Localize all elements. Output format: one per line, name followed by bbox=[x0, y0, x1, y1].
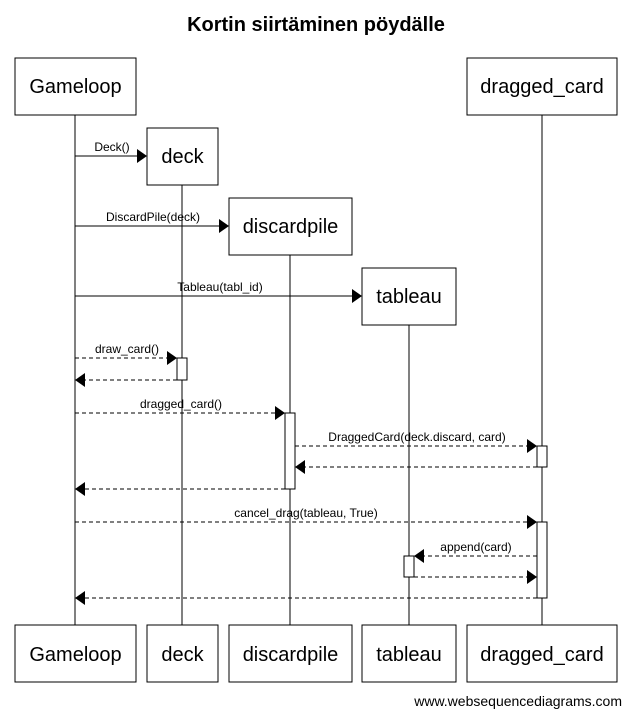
message-label: DiscardPile(deck) bbox=[106, 210, 200, 224]
message-cancel-drag: cancel_drag(tableau, True) bbox=[75, 506, 537, 529]
dragged-card-activation-1 bbox=[536, 445, 548, 468]
message-label: DraggedCard(deck.discard, card) bbox=[328, 430, 505, 444]
message-label: draw_card() bbox=[95, 342, 159, 356]
message-label: Deck() bbox=[94, 140, 129, 154]
message-label: cancel_drag(tableau, True) bbox=[234, 506, 377, 520]
actor-label: tableau bbox=[376, 644, 442, 666]
arrowhead-icon bbox=[527, 439, 537, 453]
discardpile-activation bbox=[284, 412, 296, 490]
message-discardpile-create: DiscardPile(deck) bbox=[75, 210, 229, 233]
diagram-title: Kortin siirtäminen pöydälle bbox=[187, 14, 445, 36]
message-label: dragged_card() bbox=[140, 397, 222, 411]
message-append: append(card) bbox=[414, 540, 537, 563]
message-dragged-card-return bbox=[75, 591, 537, 605]
actor-discardpile-bottom: discardpile bbox=[228, 624, 353, 683]
arrowhead-icon bbox=[352, 289, 362, 303]
footer-watermark[interactable]: www.websequencediagrams.com bbox=[413, 693, 622, 709]
arrowhead-icon bbox=[295, 460, 305, 474]
actor-gameloop-top: Gameloop bbox=[14, 57, 137, 116]
actor-label: dragged_card bbox=[480, 644, 603, 666]
actor-deck-bottom: deck bbox=[146, 624, 219, 683]
arrowhead-icon bbox=[75, 482, 85, 496]
actor-label: deck bbox=[161, 146, 204, 168]
message-label: append(card) bbox=[440, 540, 511, 554]
arrowhead-icon bbox=[219, 219, 229, 233]
actor-discardpile-created: discardpile bbox=[228, 197, 353, 256]
actor-dragged-card-bottom: dragged_card bbox=[466, 624, 618, 683]
actor-tableau-bottom: tableau bbox=[361, 624, 457, 683]
message-tableau-create: Tableau(tabl_id) bbox=[75, 280, 362, 303]
actor-label: dragged_card bbox=[480, 76, 603, 98]
actor-label: deck bbox=[161, 644, 204, 666]
arrowhead-icon bbox=[527, 570, 537, 584]
message-deck-return bbox=[75, 373, 177, 387]
actor-label: tableau bbox=[376, 286, 442, 308]
actor-dragged-card-top: dragged_card bbox=[466, 57, 618, 116]
arrowhead-icon bbox=[275, 406, 285, 420]
arrowhead-icon bbox=[527, 515, 537, 529]
actor-label: discardpile bbox=[243, 216, 339, 238]
arrowhead-icon bbox=[167, 351, 177, 365]
actor-label: discardpile bbox=[243, 644, 339, 666]
message-draggedcard-return bbox=[295, 460, 537, 474]
actor-label: Gameloop bbox=[29, 644, 121, 666]
arrowhead-icon bbox=[75, 591, 85, 605]
arrowhead-icon bbox=[75, 373, 85, 387]
actor-gameloop-bottom: Gameloop bbox=[14, 624, 137, 683]
arrowhead-icon bbox=[137, 149, 147, 163]
message-append-return bbox=[414, 570, 537, 584]
message-discardpile-return bbox=[75, 482, 285, 496]
tableau-activation bbox=[403, 555, 415, 578]
dragged-card-activation-2 bbox=[536, 521, 548, 599]
message-draggedcard-create: DraggedCard(deck.discard, card) bbox=[295, 430, 537, 453]
message-dragged-card-call: dragged_card() bbox=[75, 397, 285, 420]
deck-activation bbox=[176, 357, 188, 381]
actor-label: Gameloop bbox=[29, 76, 121, 98]
actor-tableau-created: tableau bbox=[361, 267, 457, 326]
message-deck-create: Deck() bbox=[75, 140, 147, 163]
arrowhead-icon bbox=[414, 549, 424, 563]
message-label: Tableau(tabl_id) bbox=[177, 280, 262, 294]
actor-deck-created: deck bbox=[146, 127, 219, 186]
message-draw-card: draw_card() bbox=[75, 342, 177, 365]
